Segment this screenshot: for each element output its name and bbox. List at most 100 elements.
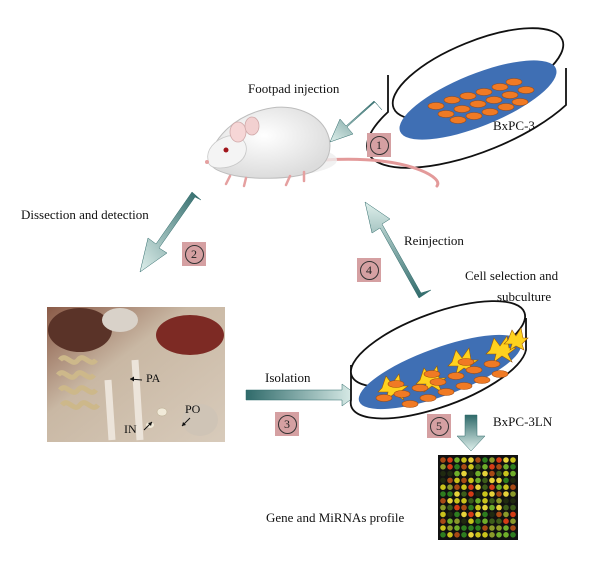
microarray-spot (447, 484, 453, 491)
petri-dish-selection (349, 300, 529, 420)
bxpc3-label: BxPC-3 (493, 118, 535, 133)
microarray-spot (461, 532, 467, 538)
mouse-illustration (205, 106, 440, 188)
microarray-spot (503, 511, 509, 518)
microarray-spot (510, 470, 516, 477)
microarray-spot (447, 498, 453, 504)
microarray-spot (447, 532, 453, 538)
microarray-spot (496, 532, 502, 538)
microarray-spot (468, 491, 474, 497)
step-badge-3: 3 (275, 412, 299, 436)
microarray-spot (461, 464, 467, 470)
microarray-spot (440, 504, 446, 511)
microarray-spot (510, 491, 516, 497)
arrow-isolation (245, 383, 358, 407)
microarray-spot (510, 464, 516, 470)
microarray-spot (468, 484, 474, 491)
microarray-spot (510, 457, 516, 463)
microarray-spot (496, 464, 502, 470)
step-badge-1: 1 (367, 133, 391, 157)
microarray-spot (440, 477, 446, 484)
microarray-spot (475, 457, 481, 463)
microarray-spot (475, 518, 481, 524)
microarray-spot (510, 518, 516, 524)
bxpc3ln-label: BxPC-3LN (493, 414, 553, 429)
microarray-spot (475, 532, 481, 538)
microarray-spot (461, 470, 467, 477)
microarray-spot (503, 491, 509, 497)
microarray-spot (489, 511, 495, 518)
dissection-label: Dissection and detection (21, 207, 149, 222)
microarray-spot (468, 511, 474, 518)
microarray-spot (461, 477, 467, 484)
microarray-spot (454, 498, 460, 504)
petri-dish-bxpc3 (366, 27, 567, 169)
microarray-spot (468, 525, 474, 531)
microarray-spot (447, 525, 453, 531)
microarray-spot (454, 484, 460, 491)
microarray-spot (440, 525, 446, 531)
microarray-spot (496, 491, 502, 497)
microarray-spot (475, 491, 481, 497)
microarray-spot (510, 477, 516, 484)
microarray-spot (510, 525, 516, 531)
microarray-spot (468, 532, 474, 538)
microarray-spot (482, 511, 488, 518)
microarray-spot (454, 464, 460, 470)
arrow-reinjection (364, 201, 432, 299)
microarray-spot (440, 511, 446, 518)
microarray-spot (468, 498, 474, 504)
microarray-spot (510, 511, 516, 518)
microarray-spot (461, 484, 467, 491)
cell-cluster (427, 78, 535, 124)
arrow-dissection (139, 191, 202, 273)
microarray-spot (496, 525, 502, 531)
microarray-spot (496, 470, 502, 477)
microarray-spot (475, 477, 481, 484)
microarray-spot (440, 518, 446, 524)
microarray-spot (503, 484, 509, 491)
microarray-spot (489, 518, 495, 524)
cell-cluster-lower (375, 358, 509, 408)
microarray-spot (489, 504, 495, 511)
microarray-spot (461, 518, 467, 524)
microarray-spot (482, 470, 488, 477)
microarray-spot (468, 477, 474, 484)
microarray-spot (482, 525, 488, 531)
microarray-spot (482, 504, 488, 511)
microarray-spot (475, 525, 481, 531)
microarray-spot (475, 498, 481, 504)
microarray-spot (496, 511, 502, 518)
microarray-spot (454, 504, 460, 511)
microarray-spot (489, 525, 495, 531)
microarray-spot (475, 484, 481, 491)
microarray-spot (489, 491, 495, 497)
arrow-footpad-injection (329, 100, 383, 143)
microarray-spot (454, 491, 460, 497)
microarray-spot (447, 457, 453, 463)
microarray-spot (475, 470, 481, 477)
microarray-spot (447, 477, 453, 484)
microarray-spot (489, 477, 495, 484)
microarray-grid (438, 455, 518, 540)
photo-label-in: IN (124, 422, 137, 436)
arrow-bxpc3ln (456, 414, 486, 452)
microarray-spot (503, 498, 509, 504)
microarray-spot (503, 457, 509, 463)
photo-label-pa: PA (146, 371, 161, 385)
microarray-spot (510, 504, 516, 511)
step-badge-2: 2 (182, 242, 206, 266)
microarray-spot (503, 518, 509, 524)
microarray-spot (503, 470, 509, 477)
microarray-spot (461, 491, 467, 497)
microarray-spot (447, 470, 453, 477)
isolation-label: Isolation (265, 370, 311, 385)
microarray-spot (510, 532, 516, 538)
microarray-spot (503, 532, 509, 538)
microarray-spot (447, 464, 453, 470)
microarray-spot (447, 491, 453, 497)
microarray-spot (503, 504, 509, 511)
microarray-spot (482, 518, 488, 524)
cell-selection-label-line2: subculture (497, 289, 552, 304)
microarray-spot (496, 498, 502, 504)
